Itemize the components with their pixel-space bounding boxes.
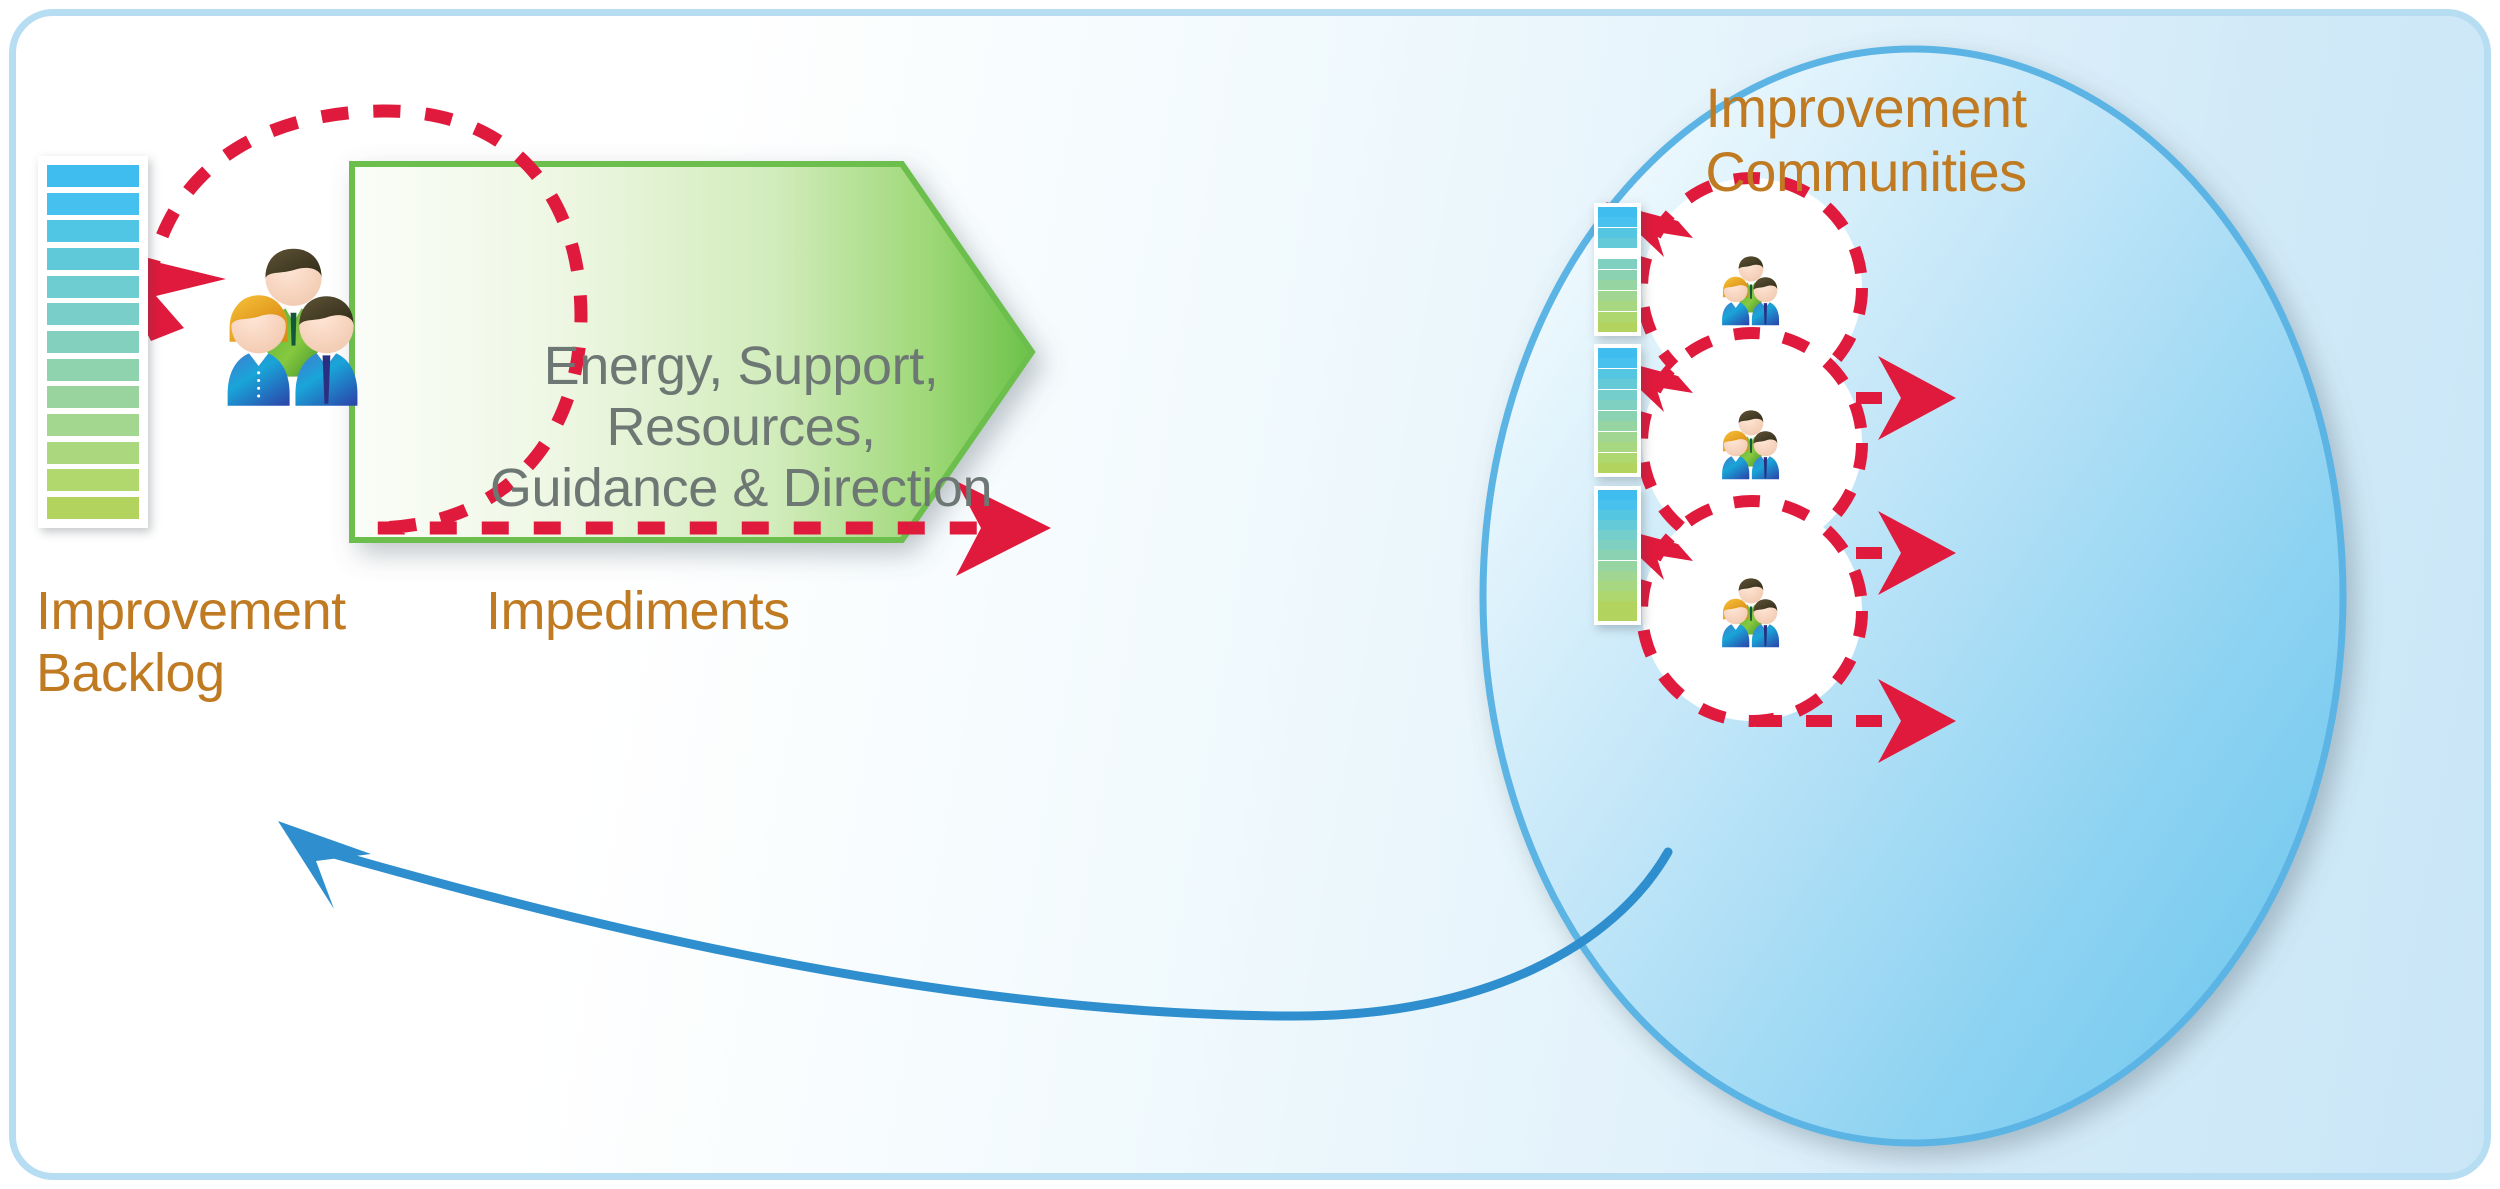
improvement-backlog-stack[interactable] [38,156,148,528]
community-1-people-icon [1722,256,1780,326]
backlog-bar [1598,610,1637,621]
diagram-vector-layer [103,45,2347,1147]
backlog-bar [1598,421,1637,432]
backlog-bar [1598,500,1637,511]
backlog-bar [1598,368,1637,379]
backlog-bar [1598,570,1637,581]
backlog-bar [1598,550,1637,561]
backlog-bar [47,275,139,298]
backlog-bar [1598,269,1637,280]
person-blonde [227,295,290,406]
impediments-label: Impediments [486,581,790,641]
flow-arrow-label: Energy, Support, Resources, Guidance & D… [489,336,993,519]
backlog-bar [47,386,139,409]
backlog-bar [47,220,139,243]
backlog-bar [1598,600,1637,611]
backlog-bar [1598,227,1637,238]
community-1-backlog-stack[interactable] [1594,203,1641,336]
backlog-bar [1598,358,1637,369]
backlog-bar [1598,280,1637,291]
people-group-icon [227,248,358,406]
backlog-bar [1598,580,1637,591]
backlog-bar [1598,520,1637,531]
improvement-communities-label: Improvement Communities [1705,76,2027,203]
backlog-bar [1598,290,1637,301]
backlog-bar [47,441,139,464]
backlog-bar [47,358,139,381]
community-2-people-icon [1722,410,1780,480]
backlog-bar [1598,560,1637,571]
backlog-bar [1598,238,1637,249]
loop-arc [142,104,1008,535]
loop-arrowhead-right [956,481,1051,576]
backlog-bar [1598,462,1637,473]
backlog-bar [1598,431,1637,442]
impediments-arrowhead [278,821,371,909]
community-2-out-arrowhead [1878,511,1956,595]
impediments-curve [301,841,1673,1021]
community-3-people-icon [1722,578,1780,648]
improvement-backlog-label: Improvement Backlog [36,581,346,703]
backlog-bar [1598,510,1637,521]
backlog-bar [1598,410,1637,421]
backlog-bar [47,330,139,353]
backlog-bar [1598,442,1637,453]
backlog-bar [1598,530,1637,541]
person-dark [295,296,358,406]
backlog-bar [47,413,139,436]
diagram-card: Improvement Backlog Improvement Communit… [9,9,2491,1180]
impediments-curve-group [278,821,1673,1021]
backlog-bar [1598,301,1637,312]
backlog-bar [1598,348,1637,358]
community-3-out-arrowhead [1878,679,1956,763]
backlog-bar [1598,321,1637,332]
community-2-backlog-stack[interactable] [1594,344,1641,477]
community-3-backlog-stack[interactable] [1594,486,1641,625]
backlog-bar [47,247,139,270]
backlog-bar [47,303,139,326]
backlog-bar [1598,311,1637,322]
backlog-bar [1598,389,1637,400]
backlog-bar [1598,217,1637,228]
backlog-bar [1598,452,1637,463]
community-1-out-arrowhead [1878,356,1956,440]
backlog-bar [47,192,139,215]
backlog-bar [1598,379,1637,390]
backlog-bar [1598,590,1637,601]
backlog-bar [1598,207,1637,217]
backlog-bar [47,496,139,519]
energy-arrow [349,161,1036,543]
backlog-bar [1598,249,1637,259]
backlog-bar [47,469,139,492]
backlog-bar [1598,490,1637,500]
backlog-bar [47,165,139,187]
backlog-bar [1598,540,1637,551]
backlog-bar [1598,400,1637,411]
backlog-bar [1598,259,1637,270]
